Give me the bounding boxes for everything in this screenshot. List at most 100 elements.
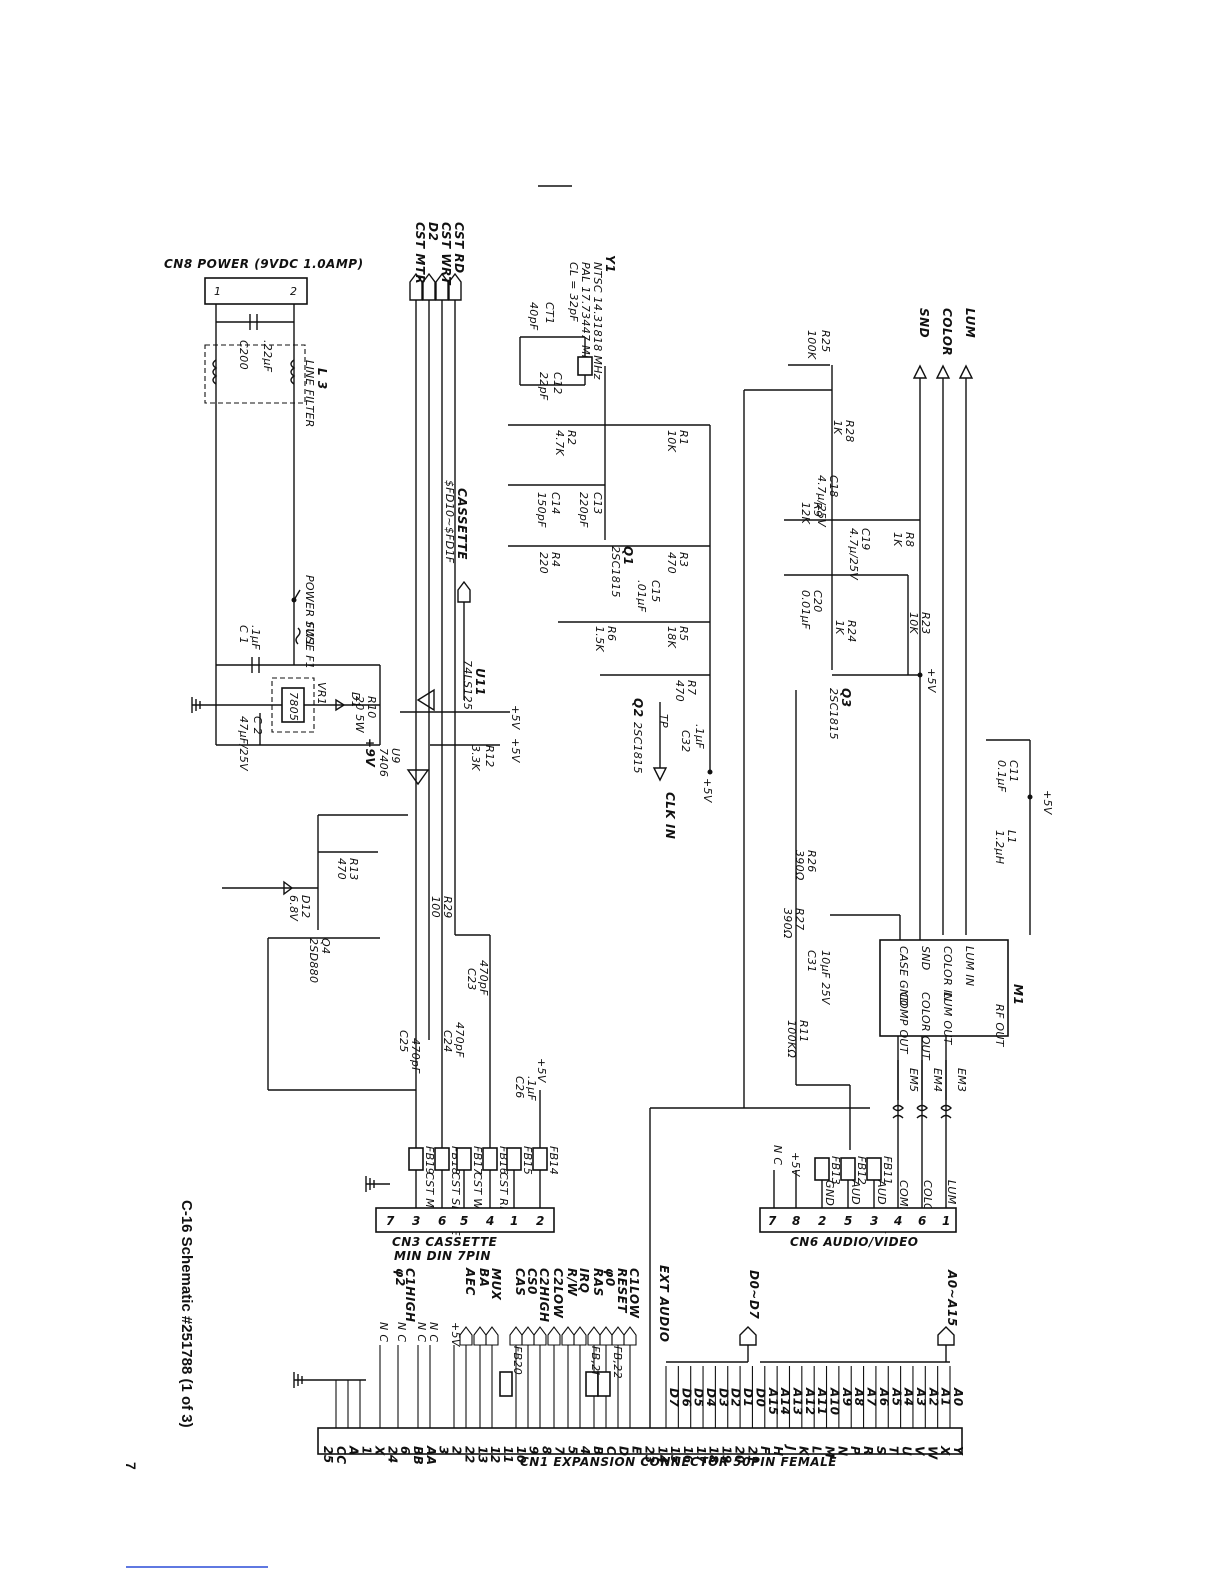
r27-value: 390Ω: [781, 908, 794, 939]
a0-a15-arrow: [937, 1326, 955, 1346]
c20-label: C20: [811, 590, 824, 613]
r1-label: R1: [677, 430, 690, 445]
r10-value: 20 5W: [353, 696, 366, 734]
cn1-pin: 7: [552, 1446, 566, 1455]
y1-label: Y1: [603, 255, 617, 273]
cn1-ground: [293, 1372, 366, 1388]
c13-label: C13: [591, 492, 604, 515]
pin-number: 2: [818, 1214, 827, 1228]
pin-number: 3: [412, 1214, 421, 1228]
cn1-pin: K: [797, 1446, 811, 1457]
r29-value: 100: [429, 896, 442, 918]
y1-crystal: [577, 356, 593, 376]
cn1-signal-label: C2HIGH: [537, 1268, 551, 1323]
cn1-signal-label: CAS: [513, 1268, 527, 1296]
cn1-signal-label: C2LOW: [551, 1268, 565, 1319]
cassette-signal-section: CST MTR D2 CST WRT CST RD CASSETTE $FD10…: [222, 222, 548, 1150]
cn1-signal-label: IRQ: [577, 1268, 591, 1293]
d12-value: 6.8V: [287, 895, 300, 922]
c14-value: 150pF: [535, 492, 548, 528]
cn1-signal-label: RESET: [615, 1268, 629, 1313]
cn1-pin: P: [848, 1446, 862, 1455]
bus-label: A10: [828, 1387, 842, 1416]
bus-label: D4: [704, 1388, 718, 1407]
m1-pin-label: COMP OUT: [897, 992, 910, 1055]
cn1-pin: A: [347, 1445, 361, 1456]
cn6-body: [759, 1207, 957, 1233]
r10-label: R10: [365, 696, 378, 719]
l1-value: 1.2μH: [993, 830, 1006, 864]
r13-value: 470: [335, 858, 348, 880]
r25-value: 100K: [805, 330, 818, 360]
sig-a0-a15: A0~A15: [945, 1269, 959, 1327]
pin-number: 7: [386, 1214, 395, 1228]
ground-symbol: [191, 697, 216, 713]
bus-label: D1: [741, 1388, 755, 1407]
bus-label: D5: [692, 1388, 706, 1407]
cn1-pin: 15: [668, 1446, 682, 1464]
cn8-pin-1: 1: [214, 285, 221, 298]
bus-label: A9: [840, 1387, 854, 1407]
bus-label: A12: [803, 1387, 817, 1416]
cn1-pin: 6: [398, 1446, 412, 1455]
page-number: 7: [123, 1462, 139, 1470]
fb22-bead: [597, 1371, 611, 1397]
cn6-nc: N C: [771, 1145, 784, 1165]
bus-label: A1: [939, 1387, 953, 1407]
sig-lum: LUM: [963, 308, 977, 338]
r2-label: R2: [565, 430, 578, 445]
r1-value: 10K: [665, 430, 678, 453]
pin-number: 6: [438, 1214, 447, 1228]
vr1-type: 7805: [287, 692, 300, 721]
c18-value: 4.7μ/25V: [815, 475, 828, 528]
vr1-label: VR1: [315, 682, 328, 705]
m1-pin-label: SND: [919, 946, 932, 971]
r5-value: 18K: [665, 626, 678, 649]
l3-coil-a: [212, 359, 218, 385]
c15-label: C15: [649, 580, 662, 603]
c32-value: .1μF: [693, 724, 706, 749]
r12-value: 3.3K: [469, 745, 482, 771]
r9-label: R9: [811, 502, 824, 517]
q3-plus5v: +5V: [925, 668, 938, 694]
cn1-pin: 22: [462, 1446, 476, 1464]
cn1-pin: F: [758, 1446, 772, 1455]
bus-label: A6: [877, 1387, 891, 1407]
r24-label: R24: [845, 620, 858, 643]
cn1-pin: L: [810, 1446, 824, 1454]
ferrite-label: FB15: [521, 1146, 534, 1175]
r8-value: 1K: [891, 532, 904, 547]
y1-pal: PAL 17.73447 MHz: [579, 262, 592, 370]
m1-pin-label: LUM OUT: [941, 992, 954, 1046]
cn3-subtitle: MIN DIN 7PIN: [394, 1249, 491, 1263]
em-label: EM3: [955, 1068, 968, 1092]
sw1-lever: [293, 589, 301, 601]
m1-pin-label: CASE GND: [897, 946, 910, 1006]
m1-pin-label: LUM IN: [963, 946, 976, 986]
cn1-pin: R: [861, 1446, 875, 1456]
clock-plus5v: +5V: [701, 778, 714, 804]
cassette-arrow: [457, 580, 471, 603]
cn1-pin: C: [604, 1446, 618, 1455]
r11-label: R11: [797, 1020, 810, 1043]
c1-value: .1μF: [249, 625, 262, 650]
fb20-label: FB20: [511, 1346, 524, 1375]
bus-label: A11: [815, 1387, 829, 1416]
fb21-bead: [585, 1371, 599, 1397]
cn3-title: CN3 CASSETTE: [392, 1235, 498, 1249]
cn6-plus5v: +5V: [789, 1152, 802, 1178]
signal-arrow: [599, 1326, 613, 1346]
ferrite-bead: [434, 1147, 450, 1171]
y1-cl: CL = 32pF: [567, 262, 580, 322]
cn1-pin: S: [874, 1446, 888, 1455]
q2-label: Q2: [631, 698, 645, 718]
r2-value: 4.7K: [553, 430, 566, 456]
sig-clk-in: CLK IN: [663, 792, 677, 839]
m1-pin-label: COLOR OUT: [919, 992, 932, 1061]
c1-label: C 1: [237, 625, 250, 644]
c24-label: C24: [441, 1030, 454, 1053]
sig-cassette-addr: $FD10~$FD1F: [443, 480, 456, 564]
r8-label: R8: [903, 532, 916, 547]
